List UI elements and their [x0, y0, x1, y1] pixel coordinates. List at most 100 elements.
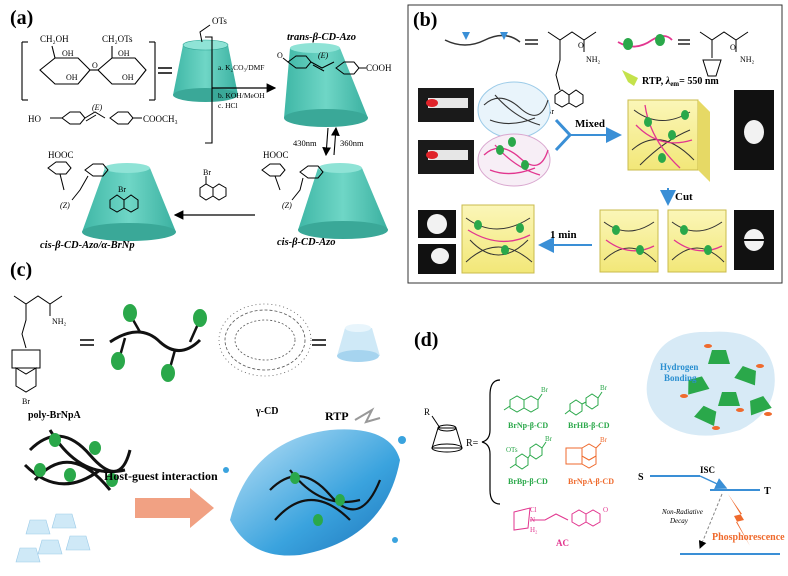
host-guest-label: Host-guest interaction: [104, 469, 218, 483]
gamma-cd-cup: [337, 324, 380, 362]
rtp-label-c: RTP: [325, 409, 349, 423]
reagent-c: c. HCl: [218, 101, 238, 110]
panel-b: (b) NH₂ O Br NH₂ O: [407, 4, 783, 284]
gamma-cd-label: γ-CD: [255, 406, 278, 417]
vial-2: [428, 150, 468, 160]
hooc-label-cis: HOOC: [263, 150, 289, 160]
compound-brnp: BrNp-β-CD: [508, 421, 548, 430]
isc-label: ISC: [700, 465, 715, 475]
reaction-bracket: [205, 36, 213, 144]
host-bead-3: [508, 137, 516, 147]
panel-d: (d) R R= Br BrNp-β-CD Br BrHB-β-CD: [414, 329, 785, 555]
reagent-a: a. K₂CO₃/DMF: [218, 63, 264, 72]
ac-label: AC: [556, 538, 569, 548]
hooc-label-complex: HOOC: [48, 150, 74, 160]
host-bead-1: [496, 145, 504, 155]
vial-1: [428, 98, 468, 108]
h2-label: H₂: [530, 526, 538, 534]
cis-cd-azo: [261, 163, 388, 239]
lambda-value: = 550 nm: [679, 76, 719, 87]
e-isomer-trans: (E): [318, 51, 329, 60]
br-label-d2: Br: [600, 384, 608, 392]
brnpa-structure: [565, 442, 602, 469]
panel-a: (a) CH₂OH CH₂OTs OH OH OH OH O: [10, 7, 392, 251]
brbp-structure: [509, 441, 547, 470]
br-label-d3: Br: [545, 435, 553, 443]
guest-monomer-structure: [547, 31, 597, 108]
cooh-label-trans: COOH: [366, 63, 392, 73]
rtp-photo-sample: [744, 120, 764, 144]
cis-cd-azo-label: cis-β-CD-Azo: [277, 237, 335, 248]
e-isomer-label: (E): [92, 103, 103, 112]
host-unit-1: [623, 38, 633, 50]
oh-label-2: OH: [118, 49, 130, 58]
o-label-b2: O: [730, 43, 736, 52]
arrow-430: [322, 127, 331, 157]
non-radiative-label: Non-Radiative: [661, 508, 703, 516]
nh2-label-b1: NH₂: [586, 55, 601, 64]
o-label-d: O: [603, 506, 608, 514]
cis-complex: [47, 161, 176, 241]
br-label-d4: Br: [600, 436, 608, 444]
wavelength-430: 430nm: [293, 138, 317, 148]
lambda-symbol: λ: [665, 76, 671, 87]
hydrogel-cube-healed: [461, 204, 535, 274]
br-label-free: Br: [203, 168, 211, 177]
host-unit-2: [655, 34, 665, 46]
beta-cd-structure: [21, 41, 156, 101]
host-monomer-structure: [699, 31, 749, 77]
wavelength-360: 360nm: [340, 138, 364, 148]
vial-2-cap: [426, 151, 438, 159]
phosphorescence-label: Phosphorescence: [712, 532, 785, 543]
hydrogen-bonding-cloud: [646, 331, 775, 436]
br-label-complex: Br: [118, 185, 126, 194]
rtp-splash: [223, 429, 406, 556]
brnp-structure: [503, 393, 543, 413]
lambda-sub: em: [670, 80, 679, 88]
azo-ester-molecule: [50, 111, 142, 125]
polymer-cartoon: [109, 304, 207, 382]
ch2ots-label: CH₂OTs: [102, 34, 133, 44]
compound-brace: [481, 379, 501, 505]
cd-cone-ots: [173, 24, 238, 102]
compound-brbp: BrBp-β-CD: [508, 477, 548, 486]
nh2-label-b2: NH₂: [740, 55, 755, 64]
z-isomer-cis: (Z): [282, 201, 292, 210]
complex-label: cis-β-CD-Azo/α-BrNp: [40, 240, 135, 251]
polymer-cluster: [23, 429, 132, 491]
hydrogel-cube-main: [627, 99, 710, 182]
panel-a-label: (a): [10, 7, 33, 29]
ots-label-d: OTs: [506, 446, 518, 454]
cut-label: Cut: [675, 191, 693, 203]
t-label: T: [764, 486, 771, 497]
oh-label-4: OH: [122, 73, 134, 82]
hydrogel-cube-cut-left: [599, 209, 659, 273]
cd-cup-pile: [15, 513, 91, 563]
panel-b-label: (b): [413, 9, 437, 31]
s-label: S: [638, 472, 644, 483]
mix-chevron: [554, 118, 573, 152]
vial-1-cap: [426, 99, 438, 107]
host-bead-2: [521, 160, 529, 170]
hydrogel-cube-cut-right: [667, 209, 727, 273]
guest-network-lines: [483, 94, 549, 126]
poly-brnpa-label: poly-BrNpA: [28, 410, 82, 421]
ch2oh-label: CH₂OH: [40, 34, 69, 44]
guest-network-bubble: [477, 81, 551, 139]
z-isomer-complex: (Z): [60, 201, 70, 210]
hydrogen-label: Hydrogen: [660, 362, 698, 372]
healed-photo-1-sample: [427, 214, 447, 234]
nh2-label-c: NH₂: [52, 317, 67, 326]
rtp-flash-icon: [354, 407, 381, 424]
oh-label-1: OH: [62, 49, 74, 58]
guest-unit-1: [462, 32, 470, 40]
trans-cd-azo-label: trans-β-CD-Azo: [287, 32, 356, 43]
compound-brnpa: BrNpA-β-CD: [568, 477, 614, 486]
arrow-360: [331, 126, 340, 156]
decay-label: Decay: [669, 517, 689, 525]
gamma-cd-structure: [218, 303, 312, 377]
cl-label: Cl: [530, 506, 537, 514]
brhb-structure: [564, 391, 603, 416]
panel-c-label: (c): [10, 259, 32, 281]
